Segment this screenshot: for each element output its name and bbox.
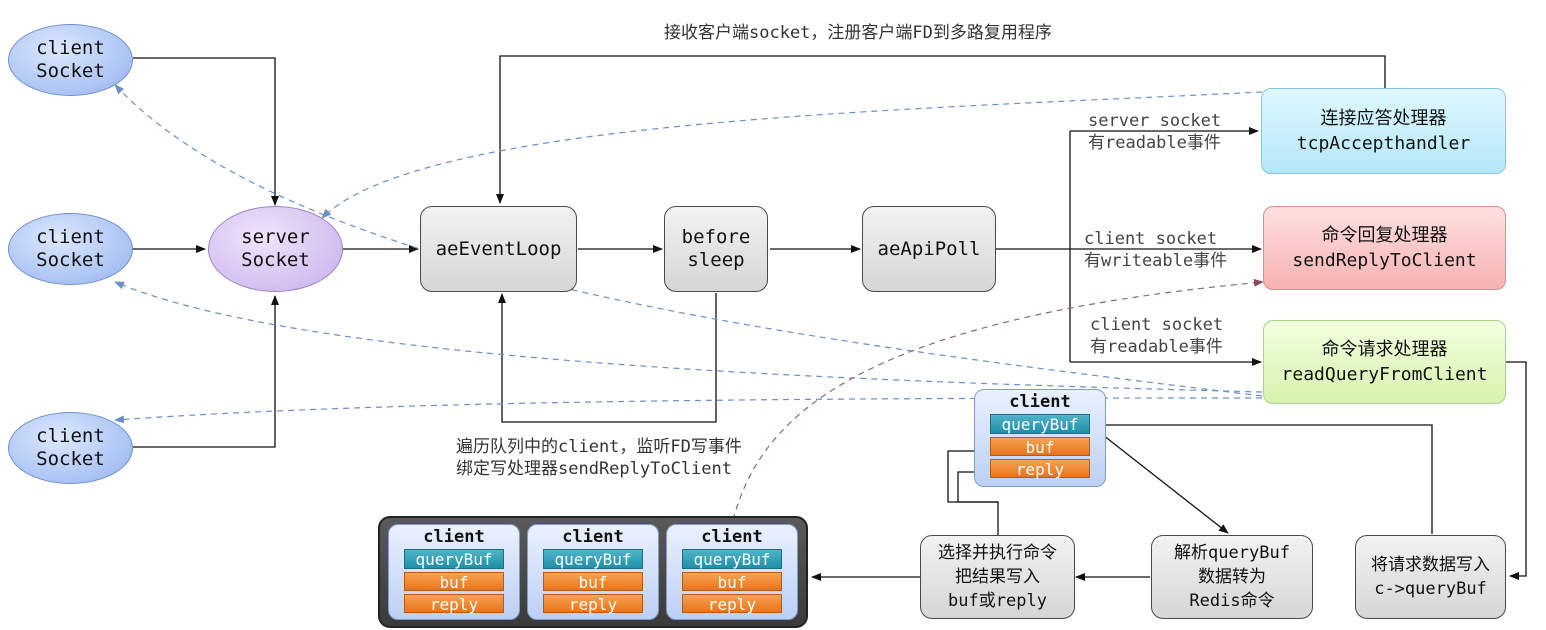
before-sleep-note-label: 遍历队列中的client，监听FD写事件 绑定写处理器sendReplyToCl… bbox=[456, 437, 742, 479]
ae-event-loop-label: aeEventLoop bbox=[435, 237, 562, 260]
dashed-read-to-client2 bbox=[114, 281, 1263, 393]
queue-client-3: client queryBuf buf reply bbox=[666, 524, 798, 620]
parse-label: 解析queryBuf 数据转为 Redis命令 bbox=[1174, 543, 1290, 611]
client-socket-2-label: client Socket bbox=[36, 226, 105, 271]
queue-client-1-reply: reply bbox=[404, 594, 504, 614]
client-struct-reply: reply bbox=[990, 459, 1090, 479]
edge-querybuf-to-parse bbox=[1093, 427, 1229, 534]
accept-handler-label: 连接应答处理器 tcpAccepthandler bbox=[1296, 108, 1471, 154]
client-struct-buf: buf bbox=[990, 437, 1090, 457]
reply-handler-label: 命令回复处理器 sendReplyToClient bbox=[1292, 225, 1477, 271]
read-handler: 命令请求处理器 readQueryFromClient bbox=[1263, 320, 1506, 404]
execute-label: 选择并执行命令 把结果写入 buf或reply bbox=[938, 543, 1057, 611]
queue-client-1-buf: buf bbox=[404, 572, 504, 592]
dashed-queue-to-reply bbox=[732, 278, 1264, 521]
queue-client-3-reply: reply bbox=[682, 594, 782, 614]
client-socket-3-label: client Socket bbox=[36, 425, 105, 470]
ae-event-loop: aeEventLoop bbox=[420, 206, 577, 292]
edge-writequery-to-querybuf bbox=[1091, 421, 1433, 534]
client-queue: client queryBuf buf reply client queryBu… bbox=[378, 516, 808, 628]
edge-execute-to-buf bbox=[947, 447, 999, 535]
queue-client-2-buf: buf bbox=[543, 572, 643, 592]
client-writeable-label: client socket 有writeable事件 bbox=[1084, 229, 1228, 271]
server-socket: server Socket bbox=[208, 206, 343, 292]
client-socket-1-label: client Socket bbox=[36, 37, 105, 82]
queue-client-2-querybuf: queryBuf bbox=[543, 549, 643, 569]
edge-client3-to-server bbox=[133, 295, 279, 448]
queue-client-3-title: client bbox=[701, 527, 763, 547]
edge-execute-to-reply bbox=[957, 468, 998, 503]
execute-box: 选择并执行命令 把结果写入 buf或reply bbox=[920, 535, 1075, 619]
dashed-accept-to-server bbox=[321, 91, 1263, 219]
reply-handler: 命令回复处理器 sendReplyToClient bbox=[1263, 206, 1506, 290]
client-socket-1: client Socket bbox=[8, 24, 133, 96]
queue-client-2: client queryBuf buf reply bbox=[527, 524, 659, 620]
queue-client-1-title: client bbox=[423, 527, 485, 547]
client-socket-3: client Socket bbox=[8, 412, 133, 484]
ae-api-poll: aeApiPoll bbox=[862, 206, 996, 292]
queue-client-2-title: client bbox=[562, 527, 624, 547]
queue-client-3-querybuf: queryBuf bbox=[682, 549, 782, 569]
read-handler-label: 命令请求处理器 readQueryFromClient bbox=[1281, 339, 1488, 385]
before-sleep-label: before sleep bbox=[681, 226, 751, 271]
parse-box: 解析queryBuf 数据转为 Redis命令 bbox=[1151, 535, 1313, 619]
queue-client-2-reply: reply bbox=[543, 594, 643, 614]
dashed-read-to-client1 bbox=[114, 84, 1263, 397]
ae-api-poll-label: aeApiPoll bbox=[877, 237, 981, 260]
edge-beforesleep-loop-back bbox=[498, 293, 717, 423]
write-query-box: 将请求数据写入 c->queryBuf bbox=[1355, 535, 1506, 619]
server-readable-label: server socket 有readable事件 bbox=[1088, 111, 1222, 153]
top-note-label: 接收客户端socket，注册客户端FD到多路复用程序 bbox=[664, 23, 1052, 43]
client-struct-querybuf: queryBuf bbox=[990, 414, 1090, 434]
queue-client-1-querybuf: queryBuf bbox=[404, 549, 504, 569]
edge-accept-to-eventloop bbox=[496, 55, 1386, 204]
client-struct: client queryBuf buf reply bbox=[974, 389, 1106, 487]
edge-read-to-writequery bbox=[1506, 361, 1527, 580]
queue-client-3-buf: buf bbox=[682, 572, 782, 592]
write-query-label: 将请求数据写入 c->queryBuf bbox=[1371, 555, 1490, 599]
client-struct-title: client bbox=[1009, 392, 1071, 412]
queue-client-1: client queryBuf buf reply bbox=[388, 524, 520, 620]
before-sleep: before sleep bbox=[664, 206, 768, 292]
client-socket-2: client Socket bbox=[8, 213, 133, 285]
accept-handler: 连接应答处理器 tcpAccepthandler bbox=[1261, 88, 1506, 174]
server-socket-label: server Socket bbox=[241, 226, 310, 271]
edge-client1-to-server bbox=[133, 57, 279, 206]
client-readable-label: client socket 有readable事件 bbox=[1090, 315, 1224, 357]
